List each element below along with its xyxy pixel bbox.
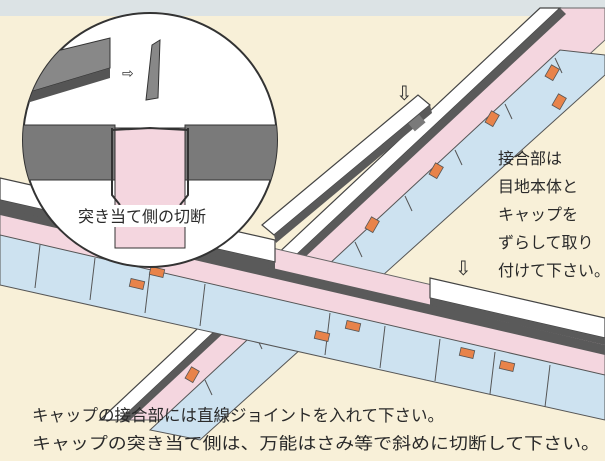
- down-arrow-upper: ⇩: [396, 81, 413, 105]
- caption: キャップの接合部には直線ジョイントを入れて下さい。 キャップの突き当て側は、万能…: [32, 406, 600, 453]
- horizontal-cap-right: [429, 277, 605, 339]
- horizontal-clips: [128, 266, 516, 372]
- side-note-line-2: 目地本体と: [498, 177, 578, 196]
- down-arrow-right: ⇩: [455, 256, 472, 280]
- detail-cut-sliver: [145, 39, 161, 101]
- detail-arrow: ⇨: [122, 66, 134, 82]
- caption-line-2: キャップの突き当て側は、万能はさみ等で斜めに切断して下さい。: [32, 434, 600, 453]
- side-note-line-3: キャップを: [498, 205, 578, 224]
- cut-detail-circle: ⇨ 突き当て側の切断: [22, 12, 278, 268]
- side-note-line-4: ずらして取り: [498, 233, 594, 252]
- horizontal-joint-fin-strip: [0, 234, 605, 421]
- detail-joint-right: [184, 124, 277, 181]
- top-band: [0, 0, 605, 16]
- side-note-line-5: 付けて下さい。: [498, 261, 605, 280]
- detail-label: 突き当て側の切断: [78, 207, 206, 226]
- side-note-line-1: 接合部は: [498, 149, 562, 168]
- caption-line-1: キャップの接合部には直線ジョイントを入れて下さい。: [32, 406, 444, 425]
- upper-cap-segment: [261, 94, 432, 243]
- side-note: 接合部は 目地本体と キャップを ずらして取り 付けて下さい。: [498, 149, 605, 280]
- detail-joint-center: [114, 127, 186, 249]
- detail-joint-left: [23, 124, 116, 181]
- horizontal-cap-right-side: [430, 298, 605, 345]
